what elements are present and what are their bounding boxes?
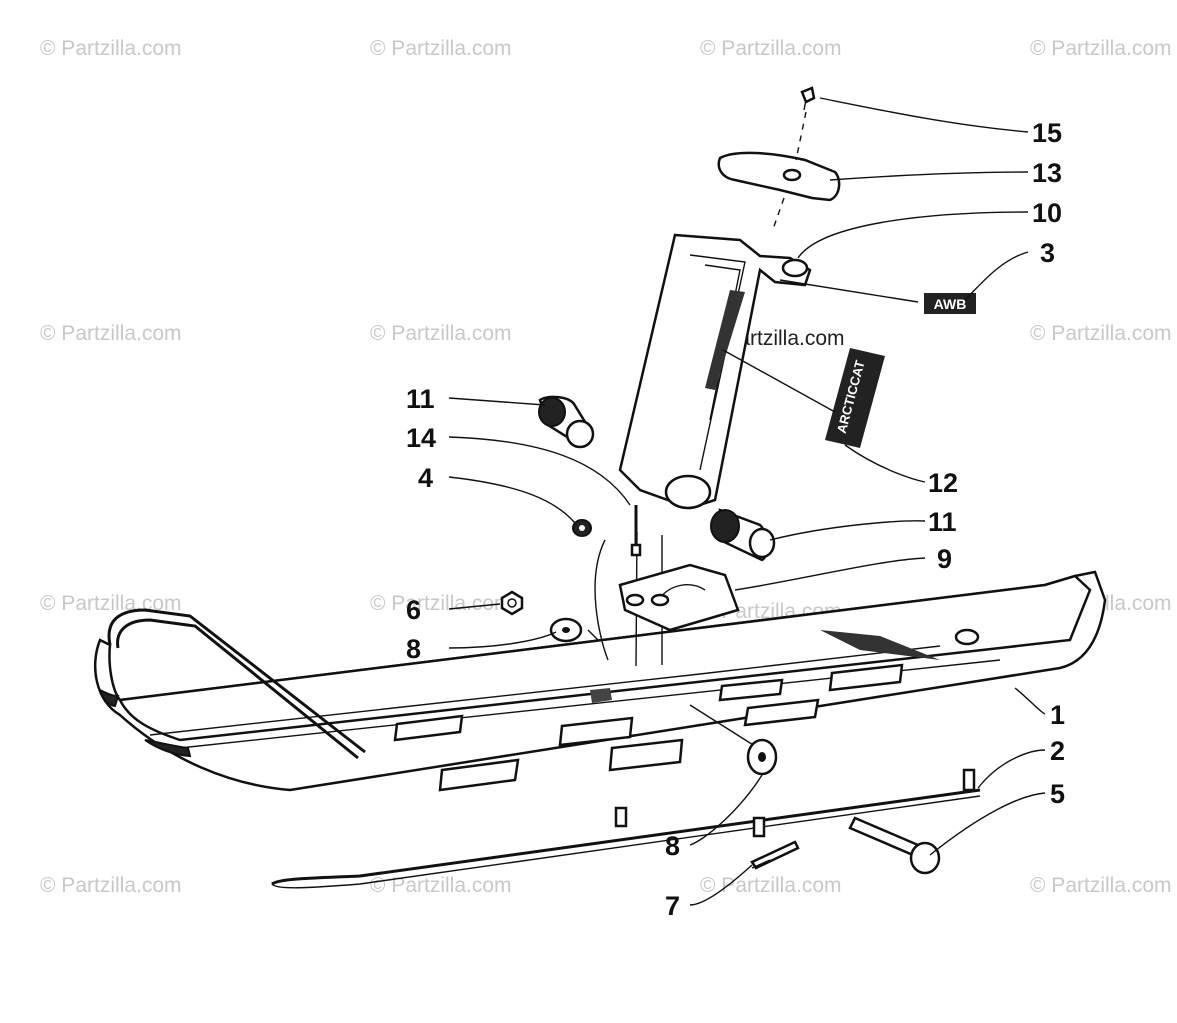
watermarks: © Partzilla.com © Partzilla.com © Partzi… (40, 37, 1172, 897)
nut-4 (572, 519, 592, 537)
cotter-pin (750, 840, 800, 870)
washer-8-upper (549, 617, 583, 643)
callout-5: 5 (1050, 779, 1065, 809)
callout-8-upper: 8 (406, 634, 421, 664)
callout-13: 13 (1032, 158, 1062, 188)
watermark: © Partzilla.com (1030, 874, 1172, 897)
bolt (848, 816, 941, 875)
washer-8-lower (746, 738, 778, 776)
watermark: © Partzilla.com (370, 37, 512, 60)
screw (800, 86, 816, 111)
ski-body (93, 570, 1107, 792)
watermark: © Partzilla.com (40, 37, 182, 60)
watermark: © Partzilla.com (370, 592, 512, 615)
leader-lines (448, 97, 1046, 906)
watermark: © Partzilla.com (370, 874, 512, 897)
callout-15: 15 (1032, 118, 1062, 148)
callout-10: 10 (1032, 198, 1062, 228)
nut-6 (500, 590, 524, 616)
spindle-saddle (618, 563, 740, 632)
spindle (618, 233, 812, 510)
ski-loop (107, 608, 366, 760)
rivet (630, 505, 642, 557)
watermark: © Partzilla.com (700, 874, 842, 897)
callout-11-upper: 11 (406, 384, 435, 414)
callout-12: 12 (928, 468, 958, 498)
bushing-lower (710, 508, 776, 562)
callout-2: 2 (1050, 736, 1065, 766)
watermark: © Partzilla.com (1030, 322, 1172, 345)
callout-1: 1 (1050, 700, 1065, 730)
bushing-upper (538, 395, 595, 449)
callout-7: 7 (665, 891, 680, 921)
watermark: © Partzilla.com (370, 322, 512, 345)
arctic-cat-decal: ARCTICCAT (825, 348, 885, 448)
callout-6: 6 (406, 595, 421, 625)
callouts: 15 13 10 3 11 14 4 12 11 9 6 8 1 2 5 8 7 (406, 118, 1065, 921)
awb-decal-text: AWB (934, 296, 967, 312)
awb-decal: AWB (924, 293, 976, 314)
watermark: © Partzilla.com (700, 37, 842, 60)
watermark: © Partzilla.com (40, 322, 182, 345)
watermark: © Partzilla.com (40, 874, 182, 897)
callout-9: 9 (937, 544, 952, 574)
wear-bar (271, 768, 981, 889)
watermark: © Partzilla.com (1030, 37, 1172, 60)
callout-3: 3 (1040, 238, 1055, 268)
callout-14: 14 (406, 423, 436, 453)
callout-8-lower: 8 (665, 831, 680, 861)
spindle-cap (717, 151, 841, 202)
callout-4: 4 (418, 463, 433, 493)
callout-11-lower: 11 (928, 507, 957, 537)
